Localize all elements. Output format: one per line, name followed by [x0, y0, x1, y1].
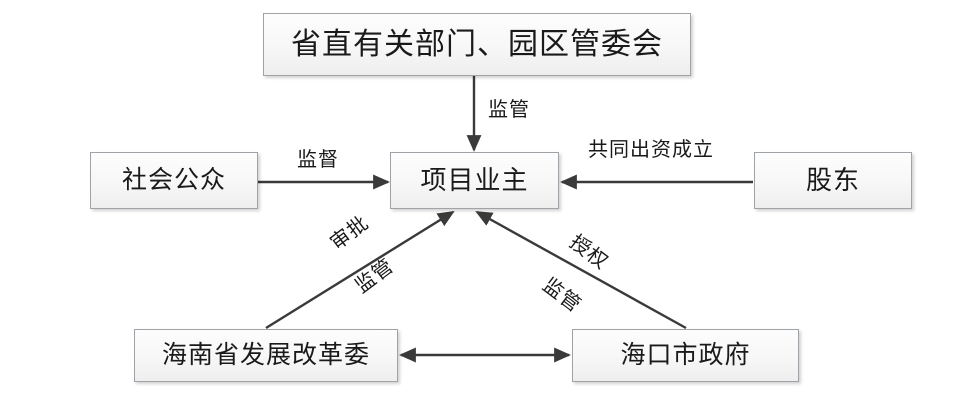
- node-provincial-departments-label: 省直有关部门、园区管委会: [291, 27, 663, 61]
- node-project-owner-label: 项目业主: [420, 165, 529, 195]
- node-hainan-ndrc[interactable]: 海南省发展改革委: [134, 329, 398, 382]
- node-public[interactable]: 社会公众: [90, 152, 258, 209]
- edge-label-approval: 审批: [326, 211, 374, 255]
- edge-label-supervise-from-top: 监管: [488, 99, 530, 121]
- node-public-label: 社会公众: [121, 167, 226, 194]
- node-project-owner[interactable]: 项目业主: [390, 152, 559, 209]
- node-shareholder-label: 股东: [805, 165, 860, 195]
- node-hainan-ndrc-label: 海南省发展改革委: [161, 342, 370, 369]
- node-haikou-government[interactable]: 海口市政府: [572, 329, 799, 382]
- edge-label-jointly-funded: 共同出资成立: [588, 139, 714, 161]
- edge-label-regulation-left: 监管: [351, 254, 399, 298]
- node-shareholder[interactable]: 股东: [754, 152, 912, 209]
- edge-label-authorization: 授权: [565, 231, 613, 275]
- edge-label-regulation-right: 监管: [538, 274, 586, 318]
- node-provincial-departments[interactable]: 省直有关部门、园区管委会: [263, 13, 691, 76]
- edge-label-oversight-from-public: 监督: [297, 149, 339, 171]
- edge-city-to-owner: [475, 210, 687, 330]
- node-haikou-government-label: 海口市政府: [620, 342, 751, 369]
